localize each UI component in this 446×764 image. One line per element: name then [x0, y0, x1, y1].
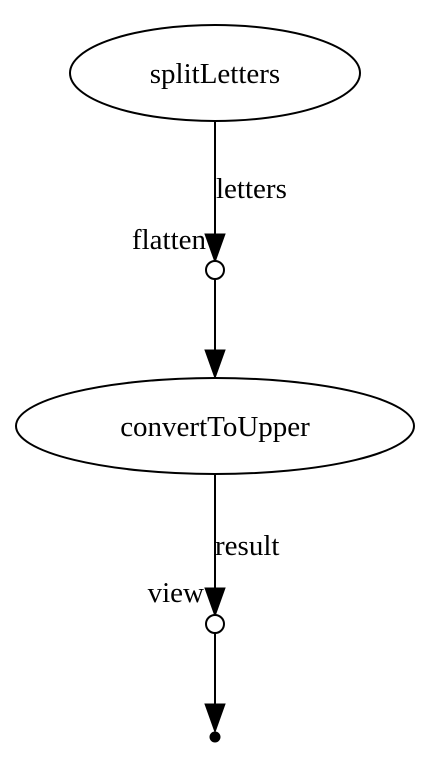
edge-label-result: result — [215, 530, 279, 562]
arrowhead-icon — [204, 233, 226, 264]
arrowhead-icon — [204, 703, 226, 734]
edge-splitLetters-flatten: letters — [204, 121, 287, 264]
node-splitLetters-label: splitLetters — [150, 58, 280, 90]
node-splitLetters: splitLetters — [69, 24, 361, 122]
node-convertToUpper-label: convertToUpper — [120, 411, 310, 443]
operator-flatten-label: flatten — [132, 224, 207, 256]
arrowhead-icon — [204, 349, 226, 380]
operator-view: view — [148, 577, 225, 634]
operator-flatten: flatten — [132, 224, 225, 280]
edge-label-letters: letters — [216, 173, 287, 205]
operator-view-circle — [205, 614, 225, 634]
operator-view-label: view — [148, 577, 204, 609]
end-dot-icon — [209, 731, 221, 743]
edge-flatten-convertToUpper — [204, 279, 226, 380]
operator-flatten-circle — [205, 260, 225, 280]
node-convertToUpper: convertToUpper — [15, 377, 415, 475]
edge-view-end — [204, 633, 226, 734]
edge-convertToUpper-view: result — [204, 474, 279, 618]
arrowhead-icon — [204, 587, 226, 618]
